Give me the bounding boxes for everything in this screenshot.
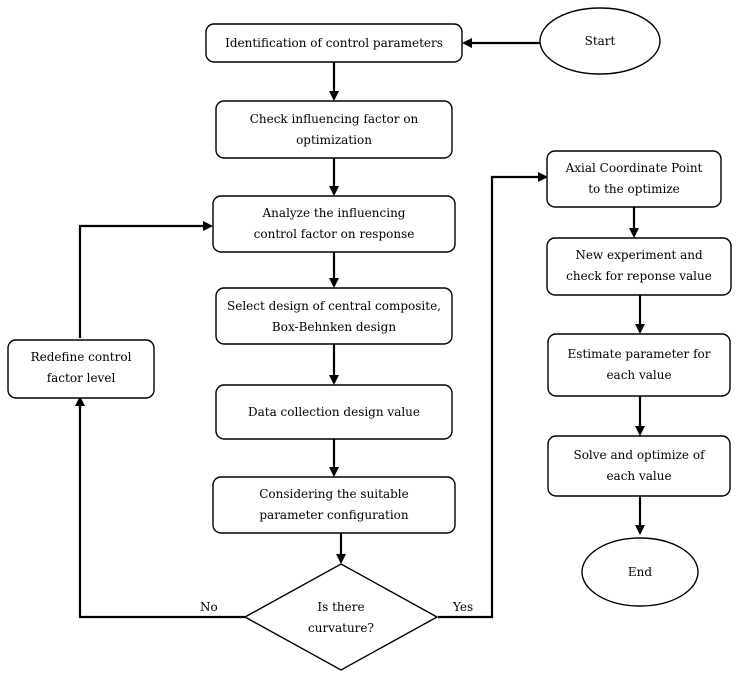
axial-label-line-1: Axial Coordinate Point [565,161,703,175]
analyze-label-line-2: control factor on response [254,227,415,241]
considering-label-line-2: parameter configuration [259,508,409,522]
analyze-node: Analyze the influencing control factor o… [212,195,456,253]
check-factor-label-line-1: Check influencing factor on [250,112,419,126]
end-label: End [628,565,652,579]
new-experiment-label-line-2: check for reponse value [566,269,712,283]
edge-label-yes: Yes [452,600,473,614]
check-factor-label-line-2: optimization [296,133,372,147]
redefine-label-line-1: Redefine control [31,350,132,364]
data-collection-node: Data collection design value [215,384,453,440]
analyze-label-line-1: Analyze the influencing [262,206,406,220]
considering-label-line-1: Considering the suitable [259,487,409,501]
edge-redefine-to-analyze [78,221,213,338]
axial-node: Axial Coordinate Point to the optimize [546,150,722,208]
decision-label-line-2: curvature? [308,621,374,635]
select-design-label-line-2: Box-Behnken design [272,320,396,334]
redefine-node: Redefine control factor level [7,339,155,399]
solve-label-line-2: each value [606,469,671,483]
data-collection-label: Data collection design value [248,405,420,419]
start-node: Start [539,7,661,75]
check-factor-node: Check influencing factor on optimization [215,100,453,159]
identify-node: Identification of control parameters [205,23,463,63]
solve-label-line-1: Solve and optimize of [573,448,706,462]
estimate-label-line-1: Estimate parameter for [568,347,711,361]
redefine-label-line-2: factor level [47,371,116,385]
estimate-label-line-2: each value [606,368,671,382]
new-experiment-label-line-1: New experiment and [575,248,703,262]
solve-node: Solve and optimize of each value [547,435,731,497]
curvature-decision-node: Is there curvature? [243,563,439,671]
decision-label-line-1: Is there [317,600,364,614]
axial-label-line-2: to the optimize [588,182,680,196]
estimate-node: Estimate parameter for each value [547,333,731,397]
new-experiment-node: New experiment and check for reponse val… [546,237,732,296]
connectors [75,38,645,619]
identify-label: Identification of control parameters [225,36,443,50]
select-design-label-line-1: Select design of central composite, [227,299,441,313]
end-node: End [581,537,699,607]
considering-node: Considering the suitable parameter confi… [212,476,456,534]
edge-label-no: No [200,600,218,614]
edge-decision-yes-to-axial [438,172,548,619]
select-design-node: Select design of central composite, Box-… [215,287,453,345]
edge-decision-no-to-redefine [75,396,245,619]
start-label: Start [585,34,616,48]
